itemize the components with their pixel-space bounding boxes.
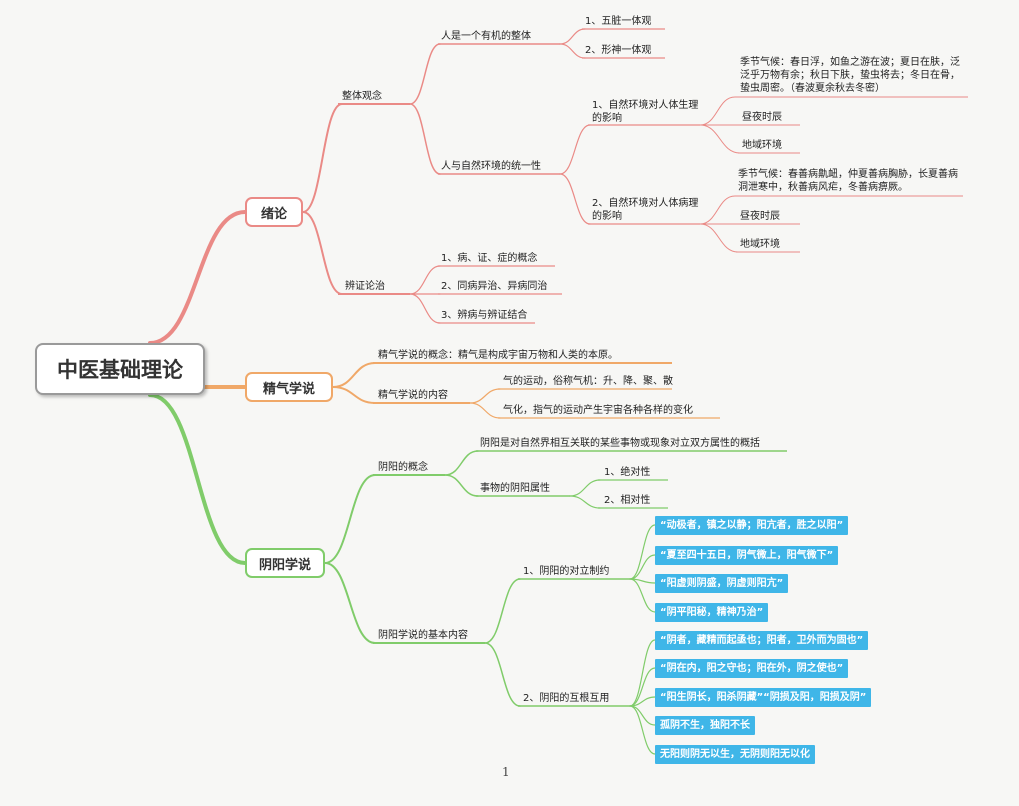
node-ziran[interactable]: 人与自然环境的统一性	[441, 161, 541, 172]
node-bingli[interactable]: 2、自然环境对人体病理的影响	[592, 198, 699, 222]
connector	[332, 386, 376, 404]
connector	[629, 554, 656, 580]
node-jingqi-neirong[interactable]: 精气学说的内容	[378, 390, 448, 401]
node-bingli-1[interactable]: 季节气候：春善病鼽衄，仲夏善病胸胁，长夏善病洞泄寒中，秋善病风疟，冬善病痹厥。	[738, 169, 958, 193]
node-shengli-1[interactable]: 季节气候：春日浮，如鱼之游在波；夏日在肤，泛泛乎万物有余；秋日下肤，蛰虫将去；冬…	[740, 57, 960, 94]
connector	[629, 524, 656, 580]
node-shengli[interactable]: 1、自然环境对人体生理的影响	[592, 100, 699, 124]
node-jingqi-gainian[interactable]: 精气学说的概念：精气是构成宇宙万物和人类的本原。	[378, 350, 618, 361]
connector	[569, 495, 601, 509]
quote-hugen-4[interactable]: 孤阴不生，独阳不长	[655, 716, 755, 735]
quote-duili-3[interactable]: “阳虚则阴盛，阴虚则阳亢”	[655, 574, 789, 593]
connector	[699, 223, 739, 253]
node-zhengti[interactable]: 整体观念	[342, 91, 382, 102]
root-node[interactable]: 中医基础理论	[35, 343, 205, 395]
quote-hugen-5[interactable]: 无阳则阴无以生，无阴则阳无以化	[655, 745, 815, 764]
connector	[324, 474, 376, 564]
connector	[699, 195, 736, 225]
connector	[629, 578, 656, 613]
connector	[409, 103, 441, 175]
node-bianzheng-2[interactable]: 2、同病异治、异病同治	[441, 281, 548, 292]
connector	[629, 705, 656, 726]
node-youji-1[interactable]: 1、五脏一体观	[585, 16, 652, 27]
node-yy-shuxing-2[interactable]: 2、相对性	[604, 495, 651, 506]
connector	[302, 211, 343, 295]
connector	[444, 474, 479, 497]
node-bingli-2[interactable]: 昼夜时辰	[740, 211, 780, 222]
connector	[559, 28, 586, 45]
node-yy-shuxing[interactable]: 事物的阴阳属性	[480, 483, 550, 494]
node-yy-shuxing-1[interactable]: 1、绝对性	[604, 467, 651, 478]
connector	[629, 639, 656, 707]
connector	[484, 578, 521, 644]
connector	[699, 96, 736, 126]
connector	[629, 667, 656, 707]
branch-xulun[interactable]: 绪论	[245, 197, 303, 227]
connector	[409, 265, 441, 295]
quote-hugen-1[interactable]: “阴者，藏精而起亟也；阳者，卫外而为固也”	[655, 631, 869, 650]
connector	[469, 402, 501, 419]
node-jingqi-neirong-1[interactable]: 气的运动，俗称气机：升、降、聚、散	[503, 376, 673, 387]
connector	[409, 293, 441, 324]
connector	[559, 124, 591, 175]
quote-duili-4[interactable]: “阴平阳秘，精神乃治”	[655, 603, 769, 622]
connector	[559, 43, 586, 59]
connector	[559, 173, 591, 225]
node-yy-duili[interactable]: 1、阴阳的对立制约	[523, 566, 610, 577]
node-bianzheng[interactable]: 辨证论治	[345, 281, 385, 292]
connector	[332, 362, 376, 388]
node-bianzheng-3[interactable]: 3、辨病与辨证结合	[441, 310, 528, 321]
connector	[302, 103, 343, 213]
node-yy-dingyi[interactable]: 阴阳是对自然界相互关联的某些事物或现象对立双方属性的概括	[480, 438, 760, 449]
quote-duili-1[interactable]: “动极者，镇之以静；阳亢者，胜之以阳”	[655, 516, 849, 535]
quote-duili-2[interactable]: “夏至四十五日，阴气微上，阳气微下”	[655, 546, 839, 565]
connector	[324, 562, 376, 644]
node-yy-hugen[interactable]: 2、阴阳的互根互用	[523, 693, 610, 704]
node-youji[interactable]: 人是一个有机的整体	[441, 31, 531, 42]
branch-yinyang[interactable]: 阴阳学说	[245, 548, 325, 578]
node-yy-neirong[interactable]: 阴阳学说的基本内容	[378, 630, 468, 641]
node-bianzheng-1[interactable]: 1、病、证、症的概念	[441, 253, 538, 264]
node-shengli-2[interactable]: 昼夜时辰	[742, 112, 782, 123]
node-jingqi-neirong-2[interactable]: 气化，指气的运动产生宇宙各种各样的变化	[503, 405, 693, 416]
root-to-xulun	[148, 210, 247, 345]
connector	[469, 388, 501, 404]
root-to-yinyang	[148, 393, 247, 565]
connector	[629, 705, 656, 755]
quote-hugen-2[interactable]: “阴在内，阳之守也；阳在外，阴之使也”	[655, 659, 849, 678]
page-number: 1	[502, 765, 510, 779]
quote-hugen-3[interactable]: “阳生阴长，阳杀阴藏”“阴损及阳，阳损及阴”	[655, 688, 872, 707]
node-yy-gainian[interactable]: 阴阳的概念	[378, 462, 428, 473]
node-shengli-3[interactable]: 地域环境	[742, 140, 782, 151]
connector	[484, 642, 521, 707]
node-bingli-3[interactable]: 地域环境	[740, 239, 780, 250]
node-youji-2[interactable]: 2、形神一体观	[585, 45, 652, 56]
connector	[444, 450, 479, 476]
connector	[699, 124, 741, 154]
branch-jingqi[interactable]: 精气学说	[245, 372, 333, 402]
connector	[569, 479, 601, 497]
connector	[409, 43, 441, 105]
